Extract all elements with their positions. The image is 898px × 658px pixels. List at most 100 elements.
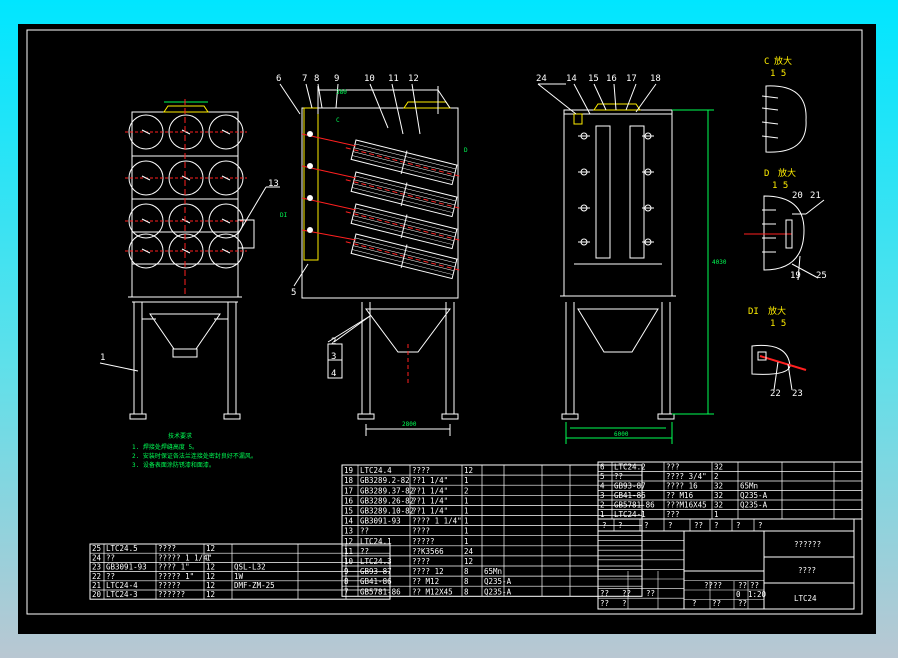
callout-11: 11 — [388, 74, 399, 84]
callout-18: 18 — [650, 74, 661, 84]
cell-n: 22 — [92, 572, 101, 581]
bom-header-cell: ?? — [694, 521, 703, 530]
cell-code: LTC24.4 — [360, 466, 392, 475]
callout-4: 4 — [331, 369, 336, 379]
cell-n: 16 — [344, 496, 354, 505]
callout-5: 5 — [291, 288, 296, 298]
cartridge-clip — [141, 175, 151, 181]
inclined-filter-cartridges — [301, 131, 463, 280]
cell-q: 12 — [206, 581, 215, 590]
callout-12: 12 — [408, 74, 419, 84]
callout-20: 20 — [792, 191, 803, 201]
dim-top: 380 — [336, 89, 347, 96]
cell-q: 32 — [714, 501, 723, 510]
drawing-border — [26, 29, 863, 615]
cell-n: 4 — [600, 482, 605, 491]
detail-bolts — [761, 95, 779, 253]
title-cell: ?? — [622, 589, 631, 598]
cell-name: ????? 1" — [158, 572, 194, 581]
filter-cartridge-row — [345, 171, 463, 218]
cell-m: Q235-A — [740, 501, 768, 510]
cell-code: ?? — [106, 572, 115, 581]
front-view — [99, 99, 280, 420]
detail-c-label: 放大 — [774, 55, 792, 67]
callout-22: 22 — [770, 389, 781, 399]
cell-m: DMF-ZM-25 — [234, 581, 275, 590]
cell-q: 32 — [714, 482, 723, 491]
detail-c-letter: C — [764, 57, 769, 67]
callout-3: 3 — [331, 352, 336, 362]
cell-code: GB3289.37-82 — [360, 486, 414, 495]
cell-code: GB3289.10-82 — [360, 507, 414, 516]
callout-7: 7 — [302, 74, 307, 84]
valve — [307, 195, 313, 201]
cell-name: ???? — [412, 527, 430, 536]
title-cell: ?? — [646, 589, 655, 598]
side-view — [279, 83, 463, 436]
cartridge-clip — [141, 218, 151, 224]
cell-name: ???? — [412, 466, 430, 475]
detail-d-label: 放大 — [778, 167, 796, 179]
filter-cartridge-row — [345, 233, 463, 280]
notes-title: 技术要求 — [168, 432, 192, 440]
callout-23: 23 — [792, 389, 803, 399]
cell-n: 2 — [600, 501, 605, 510]
cell-name: ??1 1/4" — [412, 507, 448, 516]
cell-n: 18 — [344, 476, 354, 485]
title-cell: ? — [622, 599, 627, 608]
bom-row: 13??????1 — [344, 527, 469, 536]
cell-q: 1 — [464, 496, 469, 505]
cell-name: ???? — [158, 544, 176, 553]
cell-code: GB41-86 — [614, 491, 646, 500]
valve — [307, 163, 313, 169]
cell-code: GB41-86 — [360, 577, 392, 586]
cell-m: 1W — [234, 572, 244, 581]
bom-header-cell: ? — [644, 521, 649, 530]
cell-m: QSL-L32 — [234, 563, 266, 572]
cell-q: 8 — [464, 567, 469, 576]
title-cell: ?? — [738, 599, 747, 608]
cell-m: Q235-A — [484, 577, 512, 586]
cell-q: 8 — [464, 577, 469, 586]
mark-di: DI — [280, 212, 288, 219]
cell-code: LTC24-3 — [106, 590, 138, 599]
filter-cartridge-grid — [125, 114, 247, 269]
title-cell: ?? — [738, 581, 747, 590]
cell-name: ????? — [412, 537, 435, 546]
cell-name: ???? 3/4" — [666, 472, 707, 481]
cell-n: 24 — [92, 553, 102, 562]
filter-cartridge-row — [345, 203, 463, 250]
cell-name: ?? M12X45 — [412, 587, 453, 596]
callout-16: 16 — [606, 74, 617, 84]
detail-d-letter: D — [764, 169, 769, 179]
valve — [307, 227, 313, 233]
cell-q: 8 — [464, 587, 469, 596]
bom-header-cell: ? — [736, 521, 741, 530]
detail-di-letter: DI — [748, 307, 759, 317]
callout-8: 8 — [314, 74, 319, 84]
cell-q: 24 — [464, 547, 474, 556]
title-cell: ?? — [600, 599, 609, 608]
cell-name: ??1 1/4" — [412, 486, 448, 495]
cell-name: ????? — [158, 581, 181, 590]
cell-code: GB3091-93 — [360, 517, 401, 526]
cell-q: 12 — [206, 590, 215, 599]
cartridge-clip — [181, 175, 191, 181]
cell-name: ??K3566 — [412, 547, 444, 556]
callout-1: 1 — [100, 353, 105, 363]
cell-n: 14 — [344, 517, 354, 526]
bom-row: 5?????? 3/4"2 — [600, 472, 719, 481]
cell-code: ?? — [614, 472, 623, 481]
